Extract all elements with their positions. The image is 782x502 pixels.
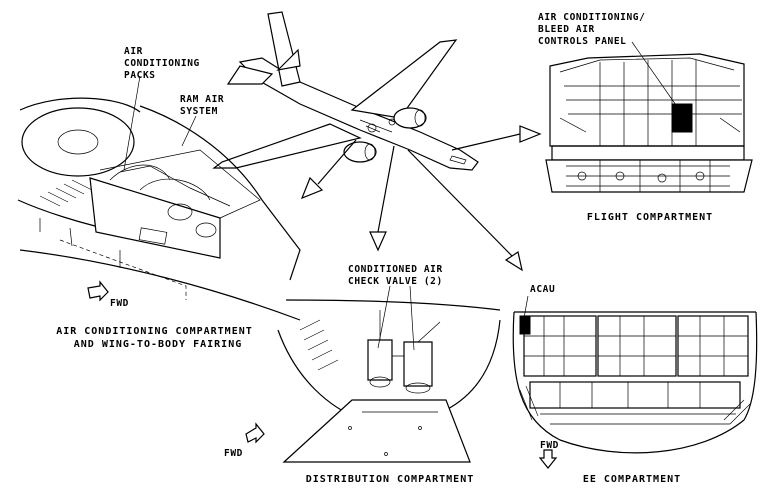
distribution-compartment-illustration	[245, 285, 501, 463]
bleed-panel-highlight	[671, 103, 693, 133]
flight-compartment-illustration	[545, 41, 753, 193]
check-valve-label: CONDITIONED AIR CHECK VALVE (2)	[348, 264, 449, 287]
ee-compartment-illustration	[512, 295, 758, 469]
ac-compartment-illustration	[17, 75, 301, 321]
fwd-arrow-icon	[87, 280, 109, 302]
callout-arrows	[300, 125, 542, 272]
fwd-arrow-icon-2	[245, 422, 265, 444]
ram-air-system-label: RAM AIR SYSTEM	[180, 94, 231, 117]
ac-packs-label: AIR CONDITIONING PACKS	[124, 46, 206, 81]
fwd-label-2: FWD	[224, 448, 243, 459]
airplane-illustration	[212, 11, 479, 171]
acau-unit	[519, 315, 531, 335]
bleed-air-panel-label: AIR CONDITIONING/ BLEED AIR CONTROLS PAN…	[538, 12, 652, 47]
ac-compartment-caption: AIR CONDITIONING COMPARTMENT AND WING-TO…	[56, 326, 260, 350]
flight-compartment-caption: FLIGHT COMPARTMENT	[587, 212, 713, 223]
fwd-arrow-icon-3	[538, 449, 558, 469]
distribution-compartment-caption: DISTRIBUTION COMPARTMENT	[306, 474, 475, 485]
acau-label: ACAU	[530, 284, 555, 295]
ee-compartment-caption: EE COMPARTMENT	[583, 474, 681, 485]
fwd-label-1: FWD	[110, 298, 129, 309]
fwd-label-3: FWD	[540, 440, 559, 451]
